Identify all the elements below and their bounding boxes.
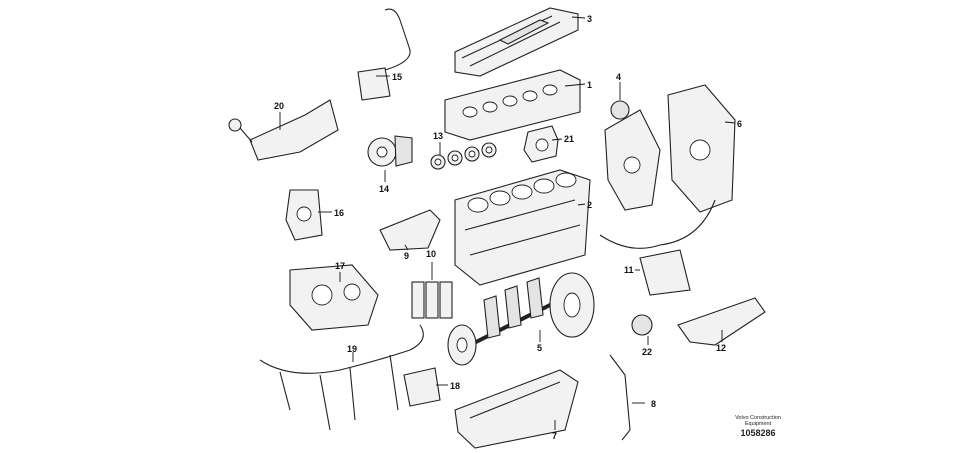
part-water-pump (285, 189, 323, 241)
callout-20: 20 (274, 101, 284, 111)
callout-7: 7 (552, 431, 557, 441)
callout-labels: 1 2 3 4 5 6 7 8 9 10 11 12 13 14 15 16 1… (274, 14, 742, 441)
callout-19: 19 (347, 344, 357, 354)
callout-2: 2 (587, 200, 592, 210)
part-dipstick-tube (609, 354, 631, 441)
part-timing-gears (604, 100, 661, 211)
part-oil-filters (411, 281, 453, 319)
credit-line-1: Volvo Construction (735, 415, 781, 421)
part-cylinder-block (454, 169, 591, 286)
part-turbocharger (367, 135, 413, 167)
callout-16: 16 (334, 208, 344, 218)
part-intake-manifold (677, 297, 766, 346)
callout-12: 12 (716, 343, 726, 353)
part-thermostat-housing (523, 125, 559, 163)
part-wiring-harness (259, 324, 424, 431)
part-gear-housing (289, 264, 379, 331)
callout-5: 5 (537, 343, 542, 353)
publisher-credit: Volvo Construction Equipment (706, 415, 810, 427)
part-exhaust-pipe (228, 99, 339, 161)
callout-18: 18 (450, 381, 460, 391)
part-valve-cover (454, 7, 579, 77)
callout-6: 6 (737, 119, 742, 129)
part-oil-pan (454, 369, 579, 449)
credit-line-2: Equipment (744, 421, 772, 427)
callout-10: 10 (426, 249, 436, 259)
part-ecu (403, 367, 441, 407)
part-cylinder-head (444, 69, 581, 141)
part-timing-cover (667, 84, 736, 213)
part-crankcase-breather (357, 8, 411, 101)
part-sensor-harness (599, 199, 716, 296)
callout-1: 1 (587, 80, 592, 90)
callout-8: 8 (651, 399, 656, 409)
leader-lines (279, 16, 736, 430)
callout-3: 3 (587, 14, 592, 24)
callout-11: 11 (624, 265, 634, 275)
callout-4: 4 (616, 72, 621, 82)
part-crankshaft (447, 272, 595, 366)
part-fuel-filter-bracket (379, 209, 441, 251)
callout-15: 15 (392, 72, 402, 82)
callout-14: 14 (379, 184, 389, 194)
drawing-number: 1058286 (740, 428, 776, 438)
callout-9: 9 (404, 251, 409, 261)
part-fan-hub (631, 314, 653, 336)
part-injector-sleeves (430, 142, 497, 170)
callout-13: 13 (433, 131, 443, 141)
callout-21: 21 (564, 134, 574, 144)
callout-22: 22 (642, 347, 652, 357)
callout-17: 17 (335, 261, 345, 271)
